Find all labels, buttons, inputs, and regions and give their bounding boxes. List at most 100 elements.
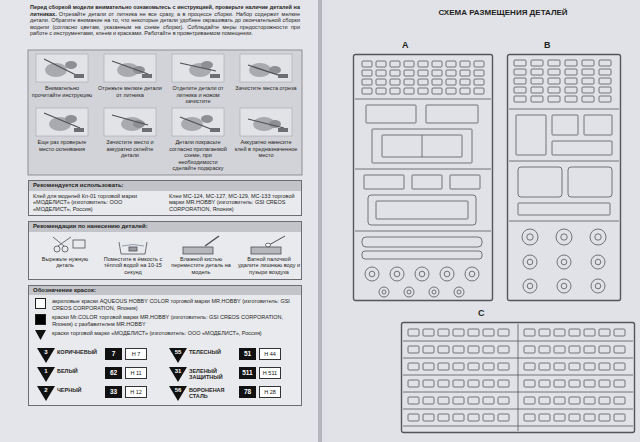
step-icon <box>172 108 224 136</box>
paint-number: H 511 <box>260 368 280 378</box>
legend-swatch <box>35 314 46 325</box>
paint-triangle: 2 <box>37 386 55 401</box>
paint-number: 78 <box>239 386 256 398</box>
box-heading: Рекомендации по нанесению деталей: <box>29 222 301 232</box>
paint-legend: акриловые краски AQUEOUS HOBBY COLOR тор… <box>29 295 301 340</box>
paint-number: 3 <box>37 348 55 356</box>
intro-block: Перед сборкой модели внимательно ознаком… <box>30 4 300 37</box>
mrcolor-chip: 62 <box>105 367 122 379</box>
sheet-fold <box>318 0 322 442</box>
aqueous-chip: H 511 <box>259 367 281 379</box>
paint-number: 2 <box>37 386 55 394</box>
step-caption: Отделите детали от литника и ножом зачис… <box>166 85 230 105</box>
aqueous-chip: H 12 <box>125 386 147 398</box>
decal-step: Вырежьте нужную деталь <box>31 234 99 276</box>
paint-box: Обозначение красок: акриловые краски AQUE… <box>28 285 302 407</box>
sprue-drawing <box>400 321 636 434</box>
right-sheet <box>322 0 640 442</box>
sprue-drawing <box>352 53 494 302</box>
step-caption: Отрежьте мелкие детали от литника <box>98 85 162 98</box>
sprue-frame: A <box>352 40 494 302</box>
decal-caption: Ватной палочкой удалите лишнюю воду и пу… <box>237 256 301 276</box>
step-caption: Зачистите место и аккуратно склейте дета… <box>98 139 162 159</box>
sprue-letter: C <box>478 308 485 319</box>
paint-name: КОРИЧНЕВЫЙ <box>57 349 105 356</box>
paint-number: 56 <box>169 386 187 394</box>
box-heading: Рекомендуется использовать: <box>29 181 301 191</box>
glue-note: Клей для моделей Кл-01 торговой марки «М… <box>33 193 169 213</box>
paint-number: 31 <box>169 367 187 375</box>
paint-name: ЧЕРНЫЙ <box>57 387 105 394</box>
decal-step: Ватной палочкой удалите лишнюю воду и пу… <box>235 234 303 276</box>
aqueous-chip: H 11 <box>125 367 147 379</box>
recommend-box: Рекомендуется использовать: Клей для моде… <box>28 180 302 216</box>
aqueous-chip: H 28 <box>259 386 281 398</box>
step-icon <box>36 108 88 136</box>
paint-number: 511 <box>239 367 256 379</box>
paint-number: 51 <box>239 348 256 360</box>
paint-triangle: 3 <box>37 348 55 363</box>
legend-text: акриловые краски AQUEOUS HOBBY COLOR тор… <box>52 298 295 311</box>
legend-entry: краски Mr.COLOR торговой марки MR.HOBBY … <box>35 314 295 327</box>
step-icon <box>172 54 224 82</box>
aqueous-chip: H 44 <box>259 348 281 360</box>
legend-entry: акриловые краски AQUEOUS HOBBY COLOR тор… <box>35 298 295 311</box>
step-icon <box>104 108 156 136</box>
paint-number: 33 <box>105 386 122 398</box>
sprue-letter: B <box>544 40 551 51</box>
paint-name: ТЕЛЕСНЫЙ <box>189 349 237 356</box>
left-sheet <box>0 0 318 442</box>
paint-number: H 12 <box>126 387 146 397</box>
step-icon <box>104 54 156 82</box>
paint-name: БЕЛЫЙ <box>57 368 105 375</box>
decal-step-icon <box>33 234 97 256</box>
decal-steps: Вырежьте нужную деталь Поместите в ёмкост… <box>29 232 301 279</box>
mrcolor-chip: 511 <box>239 367 256 379</box>
step-icon <box>240 108 292 136</box>
mrcolor-chip: 78 <box>239 386 256 398</box>
decal-caption: Вырежьте нужную деталь <box>33 256 97 269</box>
paint-triangle: 31 <box>169 367 187 382</box>
mrcolor-chip: 51 <box>239 348 256 360</box>
decal-caption: Поместите в ёмкость с тёплой водой на 10… <box>101 256 165 276</box>
aqueous-chip: H 7 <box>125 348 147 360</box>
paint-number: H 28 <box>260 387 280 397</box>
box-columns: Клей для моделей Кл-01 торговой марки «М… <box>29 191 301 216</box>
step-caption: Аккуратно нанесите клей в предназначенно… <box>234 139 298 159</box>
decal-step-icon <box>237 234 301 256</box>
sprue-drawing <box>506 53 622 302</box>
paint-number: 1 <box>37 367 55 375</box>
sprue-frame: C <box>400 308 636 434</box>
paint-name: ВОРОНЕНАЯ СТАЛЬ <box>189 387 237 400</box>
paint-number: H 7 <box>126 349 146 359</box>
box-heading: Обозначение красок: <box>29 286 301 296</box>
step-icon <box>240 54 292 82</box>
step-icon <box>36 54 88 82</box>
paint-triangle: 55 <box>169 348 187 363</box>
intro-text: Отрезайте детали от литника не все сразу… <box>30 11 300 37</box>
mrcolor-chip: 7 <box>105 348 122 360</box>
paint-number: H 44 <box>260 349 280 359</box>
step-caption: Зачистите места отреза <box>234 85 298 92</box>
step-caption: Еще раз проверьте место склеивания <box>30 139 94 152</box>
paint-number: H 11 <box>126 368 146 378</box>
paint-number: 55 <box>169 348 187 356</box>
legend-swatch <box>35 298 46 309</box>
legend-text: краски торговой марки «МОДЕЛИСТ» (изгото… <box>52 330 295 337</box>
decal-step: Влажной кистью переместите деталь на мод… <box>167 234 235 276</box>
decal-caption: Влажной кистью переместите деталь на мод… <box>169 256 233 276</box>
paint-name: ЗЕЛЕНЫЙ ЗАЩИТНЫЙ <box>189 368 237 381</box>
paint-number: 62 <box>105 367 122 379</box>
decal-step: Поместите в ёмкость с тёплой водой на 10… <box>99 234 167 276</box>
step-caption: Внимательно прочитайте инструкцию <box>30 85 94 98</box>
sprue-letter: A <box>402 40 409 51</box>
paint-number: 7 <box>105 348 122 360</box>
sprue-frame: B <box>506 40 622 302</box>
paint-triangle: 1 <box>37 367 55 382</box>
paint-triangle: 56 <box>169 386 187 401</box>
step-caption: Детали покрасьте согласно прилагаемой сх… <box>166 139 230 172</box>
mrcolor-chip: 33 <box>105 386 122 398</box>
legend-entry: краски торговой марки «МОДЕЛИСТ» (изгото… <box>35 330 295 340</box>
